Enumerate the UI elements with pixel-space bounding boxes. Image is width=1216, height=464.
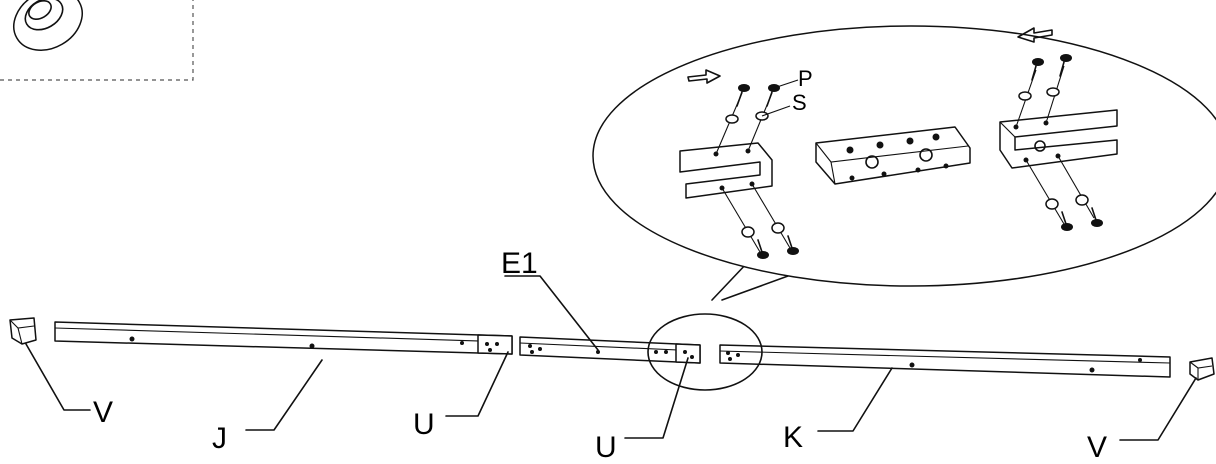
- bolt-icon: [787, 235, 799, 255]
- label-v-left: V: [93, 396, 113, 429]
- bolt-set-bottom-right: [1025, 155, 1103, 231]
- arrow-left-icon: [1017, 27, 1053, 43]
- bolt-icon: [757, 239, 769, 259]
- rail-e1: [519, 336, 701, 364]
- label-e1: E1: [501, 247, 538, 280]
- washer-icon: [1045, 198, 1059, 210]
- bolt-icon: [736, 84, 750, 107]
- end-cap-left: [9, 317, 37, 345]
- leader-u-left: [445, 351, 509, 417]
- bolt-icon: [1061, 211, 1073, 231]
- label-k: K: [783, 421, 803, 454]
- leader-v-left: [25, 343, 91, 411]
- bolt-set-bottom-left: [721, 183, 799, 259]
- bolt-icon: [1091, 207, 1103, 227]
- end-cap-right: [1189, 357, 1215, 381]
- zoom-circle: [647, 313, 763, 391]
- washer-icon: [1046, 87, 1060, 97]
- leader-u-center: [624, 357, 689, 439]
- washer-icon: [1018, 91, 1032, 101]
- rail-k: [719, 344, 1171, 378]
- leader-s: [761, 105, 791, 117]
- bolt-set-top-right: [1015, 54, 1072, 128]
- washer-icon: [725, 114, 739, 124]
- rail-j: [54, 321, 513, 355]
- label-j: J: [212, 422, 227, 455]
- label-p: P: [798, 66, 813, 91]
- label-v-right: V: [1087, 431, 1107, 464]
- washer-icon: [13, 0, 83, 51]
- leader-v-right: [1119, 377, 1197, 441]
- leader-p: [773, 79, 799, 89]
- bolt-set-top-left: [715, 84, 780, 155]
- leader-j: [245, 359, 323, 431]
- washer-inset: [0, 0, 194, 81]
- label-s: S: [792, 90, 807, 115]
- label-u-center: U: [595, 431, 617, 464]
- bolt-icon: [1059, 54, 1072, 77]
- washer-icon: [1075, 194, 1089, 206]
- washer-icon: [771, 222, 785, 234]
- detail-connector: [815, 126, 971, 185]
- label-u-left: U: [413, 408, 435, 441]
- detail-rail-left: [679, 142, 773, 199]
- bolt-icon: [1031, 58, 1044, 81]
- arrow-right-icon: [687, 69, 721, 84]
- washer-icon: [741, 226, 755, 238]
- leader-e1: [504, 275, 599, 351]
- leader-k: [817, 367, 893, 432]
